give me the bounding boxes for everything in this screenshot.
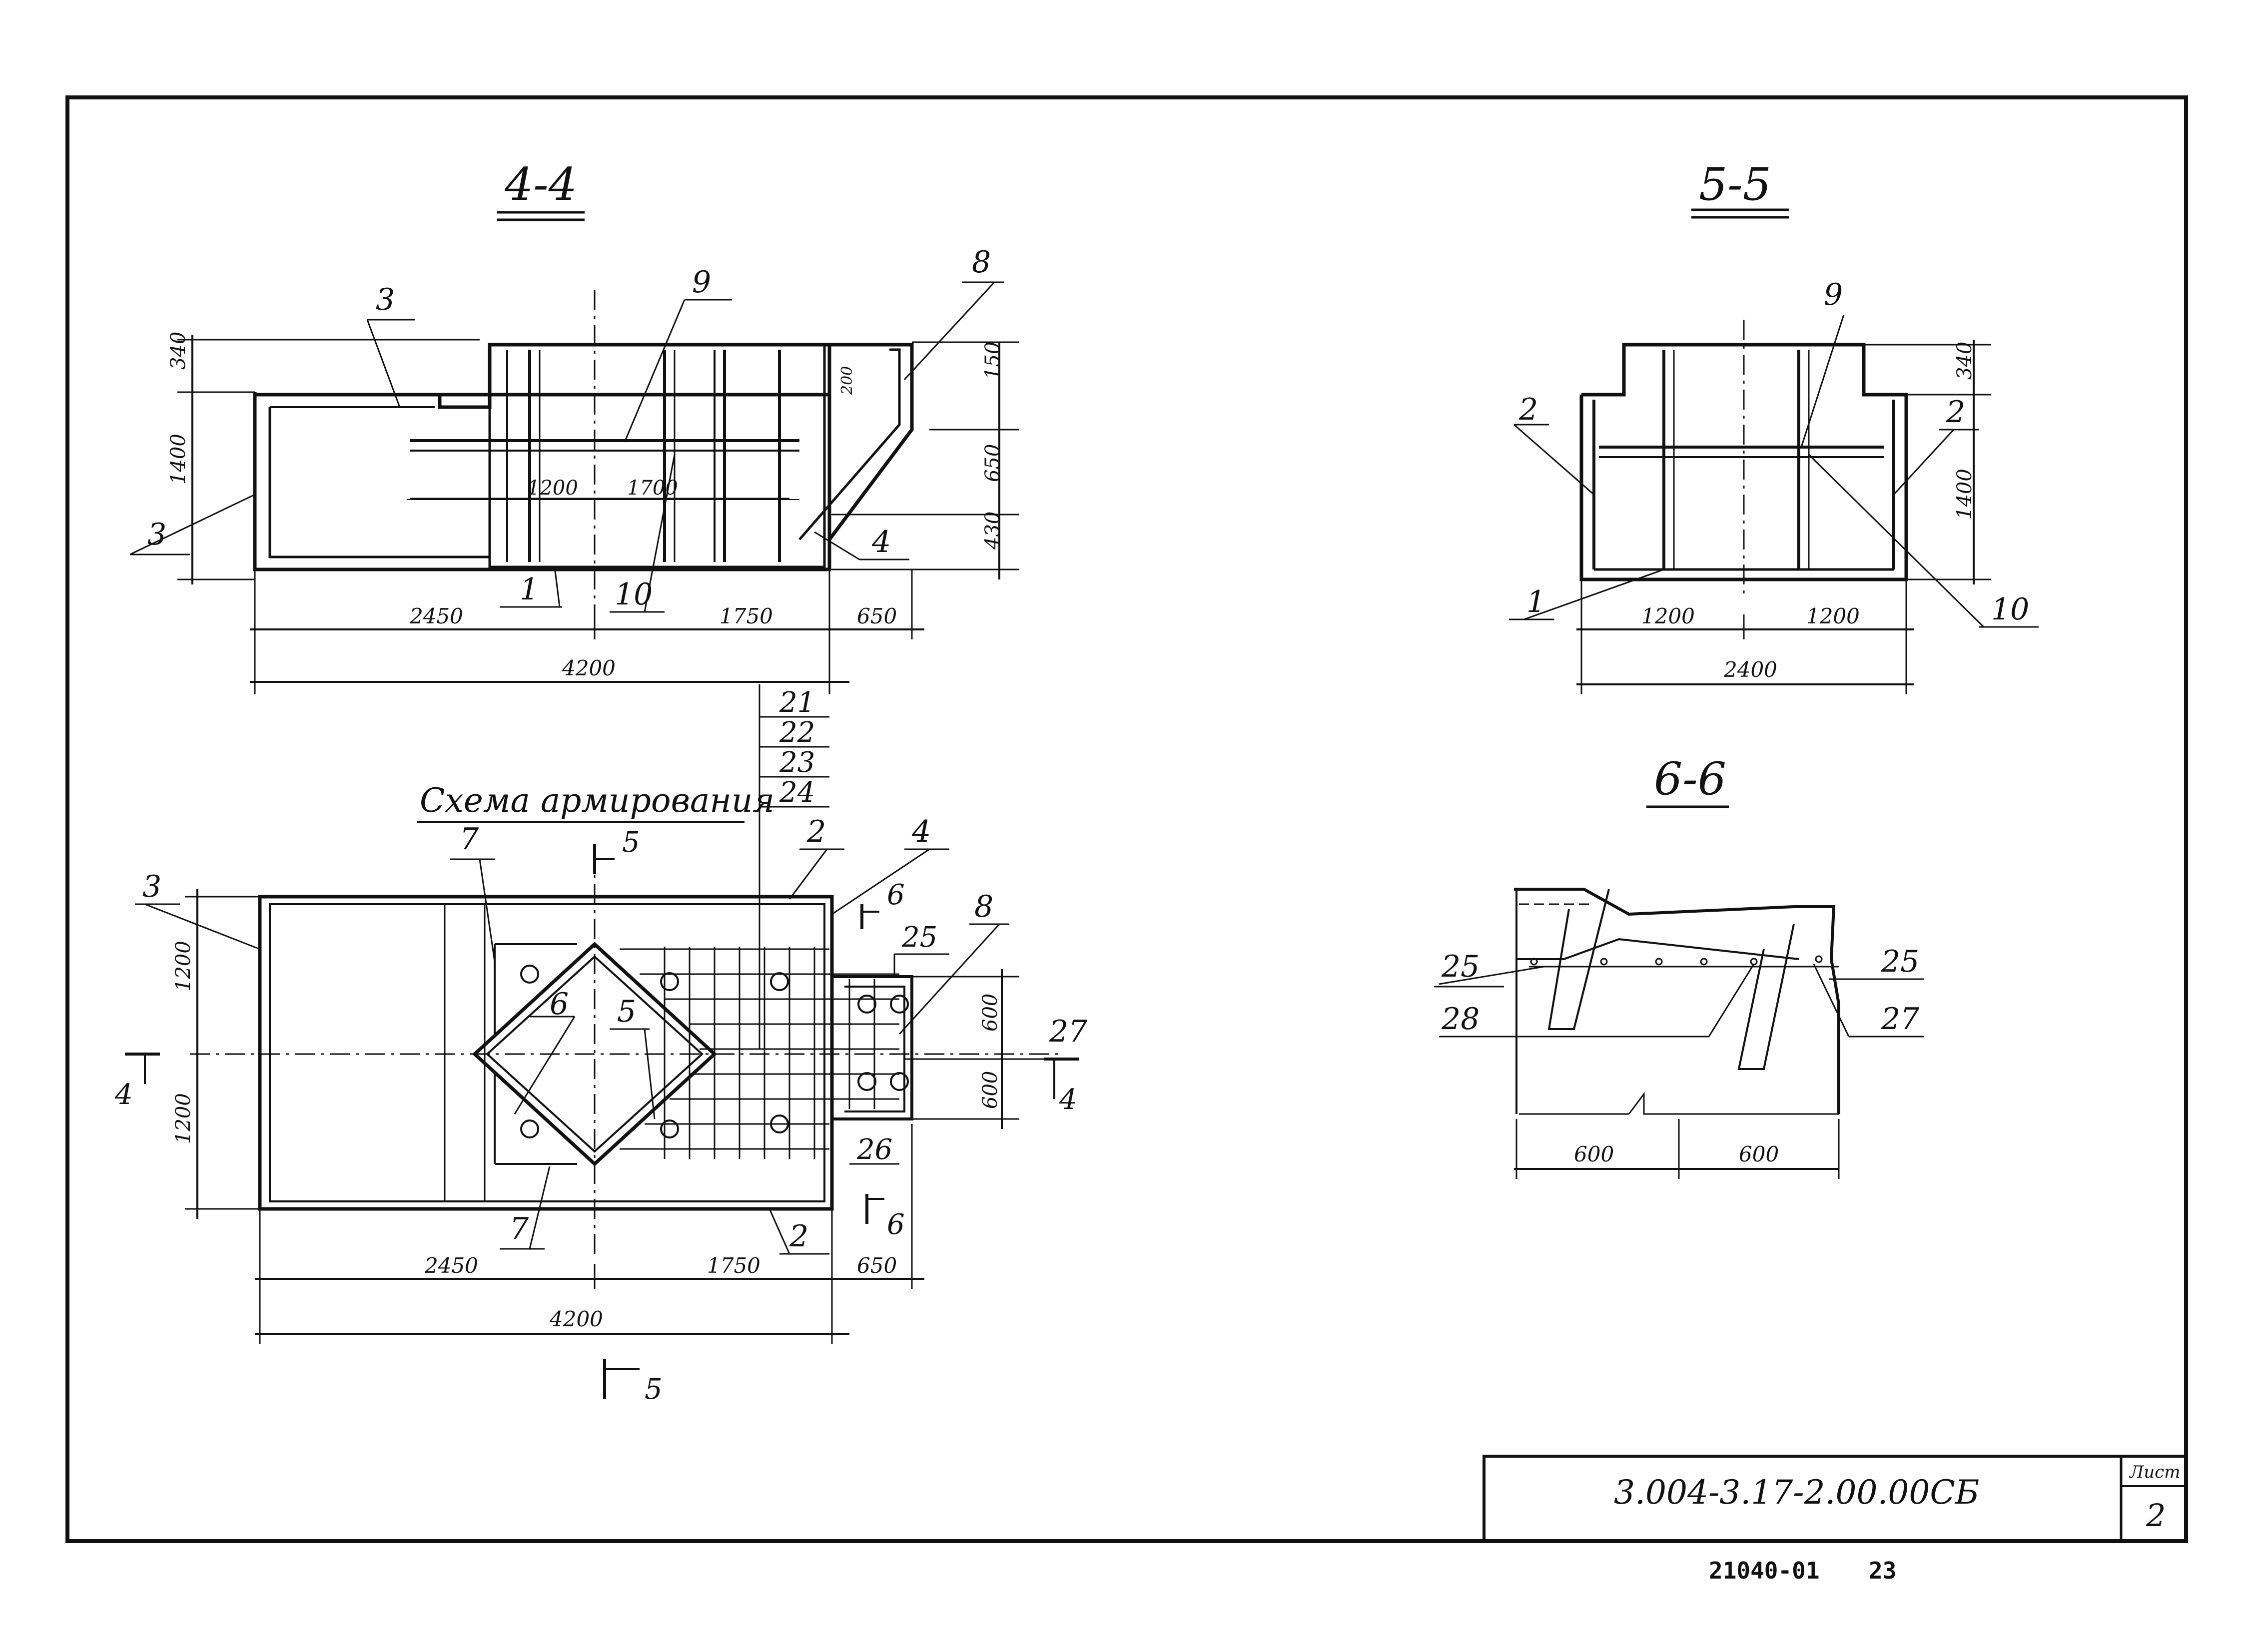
- svg-text:1200: 1200: [172, 941, 195, 992]
- svg-text:26: 26: [856, 1133, 892, 1166]
- svg-text:10: 10: [1991, 592, 2029, 627]
- svg-text:650: 650: [857, 1253, 897, 1278]
- svg-text:600: 600: [979, 994, 1002, 1032]
- svg-text:5: 5: [617, 994, 636, 1029]
- svg-text:4200: 4200: [562, 656, 616, 680]
- footer-inventory-number: 21040-01: [1709, 1557, 1820, 1584]
- svg-text:2: 2: [1518, 392, 1538, 427]
- svg-text:1200: 1200: [172, 1093, 195, 1144]
- drawing-code: 3.004-3.17-2.00.00СБ: [1614, 1473, 1979, 1512]
- svg-text:7: 7: [510, 1211, 529, 1246]
- svg-text:340: 340: [167, 332, 190, 370]
- svg-text:6: 6: [887, 1208, 905, 1241]
- svg-text:340: 340: [1953, 342, 1976, 380]
- svg-text:430: 430: [981, 512, 1004, 550]
- svg-text:650: 650: [981, 444, 1004, 482]
- svg-text:1400: 1400: [167, 434, 190, 485]
- svg-text:2: 2: [806, 814, 826, 849]
- section-5-5: 5-5 340 1400 1200 1200 2400 9 2: [1509, 158, 2039, 694]
- svg-text:21: 21: [779, 686, 815, 719]
- section-6-6-title: 6-6: [1654, 753, 1726, 805]
- footer-page-number: 23: [1869, 1557, 1896, 1584]
- svg-text:1400: 1400: [1953, 469, 1976, 520]
- svg-text:2400: 2400: [1723, 657, 1777, 682]
- svg-text:150: 150: [981, 342, 1004, 380]
- svg-text:4: 4: [871, 525, 891, 559]
- svg-text:22: 22: [779, 716, 815, 749]
- svg-text:1200: 1200: [1641, 604, 1695, 628]
- svg-text:3: 3: [142, 869, 161, 904]
- svg-text:25: 25: [901, 921, 937, 954]
- sheet-number: 2: [2146, 1497, 2166, 1534]
- svg-text:9: 9: [692, 265, 711, 300]
- svg-text:650: 650: [857, 604, 897, 628]
- svg-text:1750: 1750: [720, 604, 773, 628]
- svg-text:2: 2: [1946, 395, 1965, 430]
- svg-text:8: 8: [974, 889, 993, 924]
- section-4-4: 4-4 150 650 430: [129, 158, 1019, 694]
- svg-text:600: 600: [1574, 1142, 1614, 1166]
- svg-text:28: 28: [1441, 1002, 1480, 1037]
- svg-text:27: 27: [1881, 1002, 1920, 1037]
- sheet-label: Лист: [2129, 1462, 2181, 1482]
- svg-text:1: 1: [520, 572, 539, 607]
- svg-text:200: 200: [838, 366, 856, 395]
- svg-text:23: 23: [779, 746, 815, 779]
- section-6-6: 6-6 25 28 25 27 600 600: [1434, 753, 1924, 1179]
- svg-text:4: 4: [911, 814, 931, 849]
- reinforcement-scheme: Схема армирования: [114, 684, 1088, 1406]
- svg-text:5: 5: [645, 1373, 663, 1406]
- svg-text:7: 7: [460, 822, 479, 857]
- svg-text:27: 27: [1049, 1014, 1088, 1049]
- svg-text:25: 25: [1441, 949, 1480, 984]
- svg-text:10: 10: [615, 577, 653, 612]
- svg-text:3: 3: [376, 282, 395, 317]
- svg-text:4200: 4200: [549, 1307, 603, 1331]
- svg-text:24: 24: [779, 776, 815, 809]
- section-5-5-title: 5-5: [1699, 158, 1771, 211]
- svg-text:6: 6: [550, 987, 569, 1022]
- svg-text:9: 9: [1824, 277, 1843, 312]
- sheet-frame: [65, 95, 2188, 1543]
- section-4-4-title: 4-4: [504, 158, 577, 211]
- svg-text:8: 8: [972, 245, 991, 280]
- svg-text:1750: 1750: [707, 1253, 760, 1278]
- svg-text:5: 5: [622, 826, 640, 859]
- svg-text:4: 4: [1059, 1084, 1077, 1116]
- svg-text:2: 2: [789, 1219, 808, 1254]
- scheme-title: Схема армирования: [420, 781, 774, 820]
- svg-text:2450: 2450: [424, 1253, 478, 1278]
- svg-text:1: 1: [1526, 584, 1545, 619]
- title-block: 3.004-3.17-2.00.00СБ Лист 2: [1483, 1455, 2188, 1543]
- svg-text:1200: 1200: [1806, 604, 1860, 628]
- svg-text:25: 25: [1881, 944, 1919, 979]
- svg-text:2450: 2450: [409, 604, 463, 628]
- svg-text:600: 600: [979, 1071, 1002, 1109]
- svg-text:4: 4: [114, 1079, 133, 1111]
- svg-text:1200: 1200: [527, 477, 578, 500]
- svg-text:600: 600: [1739, 1142, 1779, 1166]
- svg-text:6: 6: [887, 879, 905, 911]
- svg-text:3: 3: [147, 517, 166, 552]
